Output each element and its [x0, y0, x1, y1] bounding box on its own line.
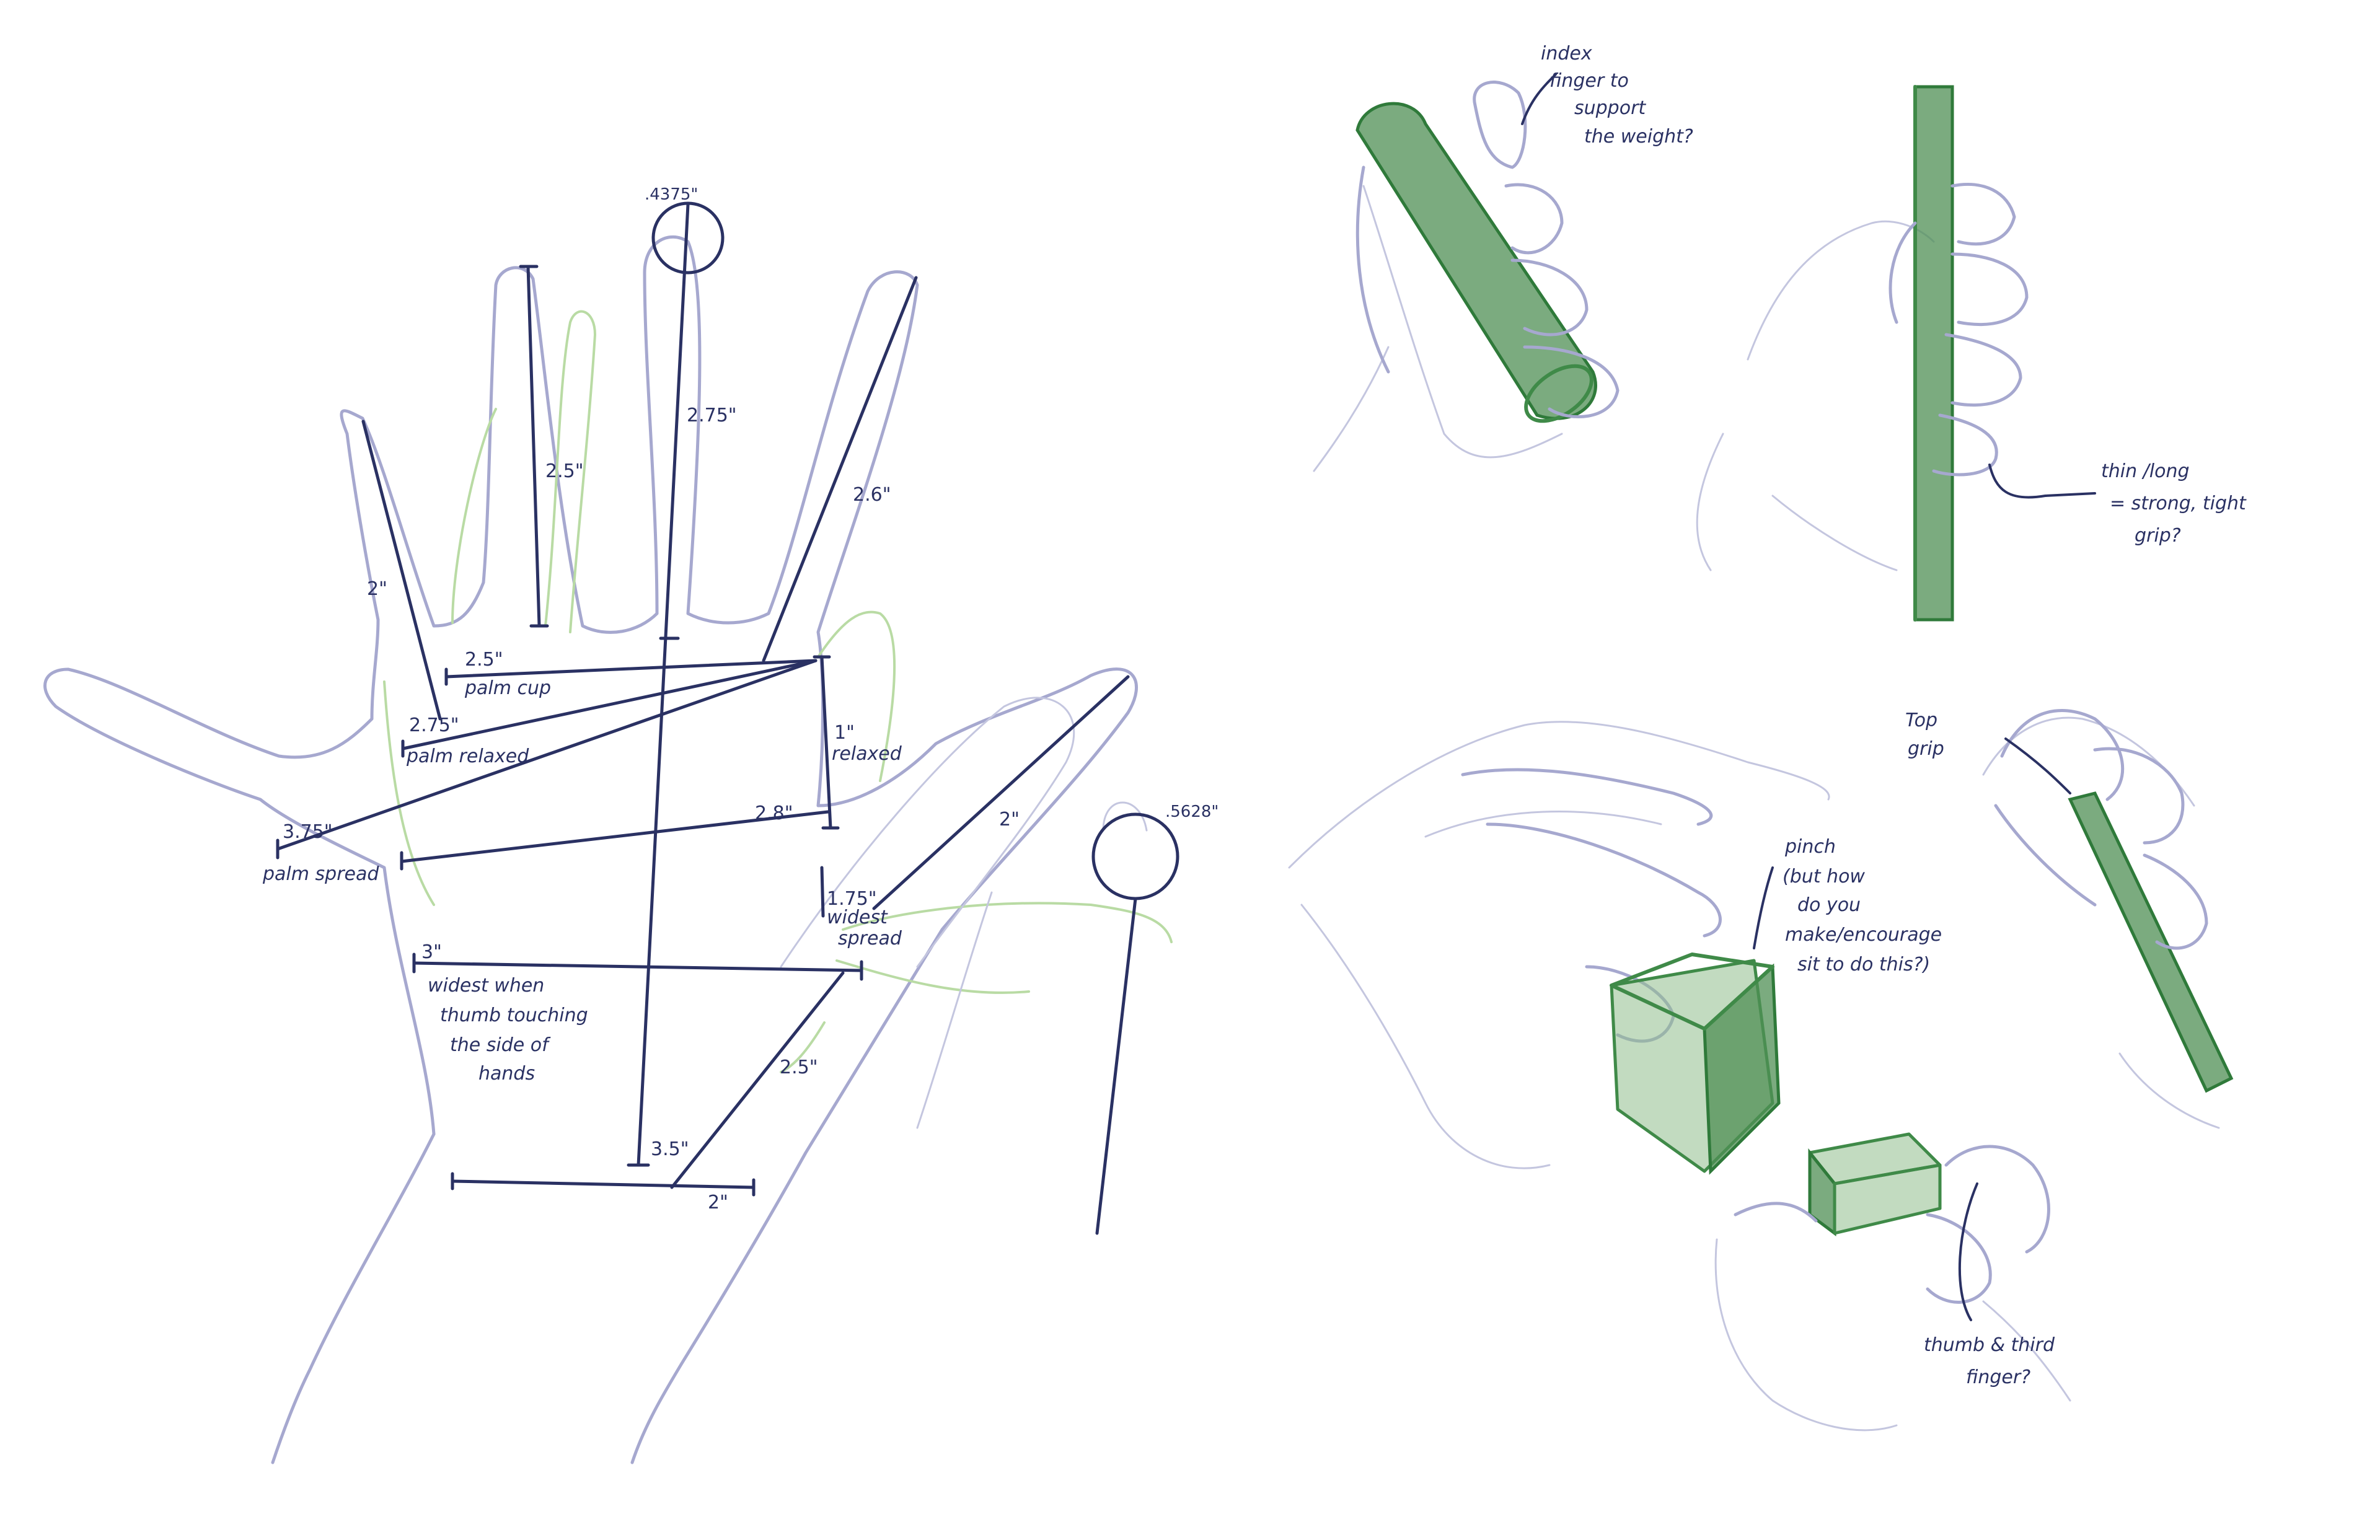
rod-hand-fingers — [1889, 182, 2029, 477]
note-index-3: support — [1574, 97, 1646, 119]
palm-spread-line — [276, 659, 818, 851]
note-pinch-4: make/encourage — [1785, 924, 1942, 946]
index-finger-line — [762, 276, 918, 662]
palm-cup-line — [444, 659, 818, 679]
middle-hand-length-line — [637, 203, 690, 1167]
fingertip-circle-label: .4375" — [645, 185, 698, 204]
thick-cylinder — [1355, 102, 1597, 420]
pinky-finger-label: 2" — [367, 578, 387, 600]
widest-note-1: widest when — [428, 975, 544, 997]
note-thumb-1: thumb & third — [1924, 1334, 2055, 1356]
note-index-2: finger to — [1549, 70, 1629, 92]
relaxed-label: relaxed — [832, 743, 902, 765]
note-thin-1: thin /long — [2101, 460, 2190, 482]
note-top-2: grip — [1908, 738, 1944, 760]
thumb-length-label: 2" — [999, 809, 1020, 830]
palm-spread-label: palm spread — [262, 863, 379, 885]
note-pinch-5: sit to do this?) — [1797, 954, 1930, 975]
ring-finger-line — [526, 265, 541, 628]
note-pinch-2: (but how — [1783, 866, 1865, 887]
cylinder-hand-fingers — [1355, 81, 1620, 418]
wrist-width-label: 2" — [708, 1192, 728, 1213]
widest-value: 3" — [421, 941, 442, 963]
index-finger-label: 2.6" — [853, 484, 891, 506]
thin-rod — [1913, 85, 1954, 622]
thumb-third-hand — [1734, 1145, 2050, 1304]
widest-spread-label-1: widest — [827, 907, 888, 928]
note-index-4: the weight? — [1584, 126, 1693, 147]
second-hand-sketch — [780, 697, 1148, 1129]
palm-cup-value: 2.5" — [465, 649, 503, 671]
palm-spread-value: 3.75" — [283, 821, 333, 843]
thumb-vertical-line — [1095, 897, 1137, 1235]
hand-length-label: 3.5" — [651, 1138, 689, 1160]
hand-outline — [43, 235, 1138, 1464]
note-pinch-1: pinch — [1784, 836, 1836, 858]
note-thin-3: grip? — [2135, 525, 2181, 547]
palm-relaxed-label: palm relaxed — [406, 746, 529, 767]
palm-width-label: 2.8" — [755, 803, 793, 824]
rod-grip-drawing: thin /long = strong, tight grip? — [1696, 85, 2247, 622]
palm-relaxed-value: 2.75" — [409, 715, 459, 736]
widest-note-4: hands — [478, 1063, 535, 1085]
middle-finger-label: 2.75" — [687, 405, 737, 426]
pinch-grip-drawing: pinch (but how do you make/encourage sit… — [1288, 721, 1942, 1175]
widest-note-2: thumb touching — [440, 1005, 588, 1026]
wrist-outline — [271, 1132, 436, 1464]
note-top-1: Top — [1905, 710, 1937, 731]
relaxed-value: 1" — [834, 722, 855, 744]
relaxed-thumb-gap-line — [820, 655, 832, 830]
diagonal-line — [670, 971, 845, 1189]
cylinder-grip-drawing: index finger to support the weight? — [1313, 43, 1693, 472]
thumb-third-finger-drawing: thumb & third finger? — [1714, 1132, 2071, 1432]
widest-spread-label-2: spread — [838, 928, 902, 949]
wrist-width-line — [451, 1179, 756, 1189]
diagonal-label: 2.5" — [780, 1057, 818, 1078]
thumb-circle-label: .5628" — [1165, 803, 1219, 821]
thumb-length-line — [872, 675, 1130, 910]
note-pinch-3: do you — [1797, 894, 1861, 916]
top-grip-stick — [2068, 791, 2234, 1093]
widest-note-3: the side of — [450, 1034, 551, 1056]
pinky-finger-line — [361, 420, 442, 721]
top-grip-hand — [1994, 709, 2208, 950]
palm-cup-label: palm cup — [464, 677, 551, 699]
widest-line — [412, 961, 863, 972]
widest-spread-value: 1.75" — [827, 888, 877, 910]
thumb-tip-circle — [1091, 812, 1179, 900]
palm-relaxed-line — [401, 659, 818, 750]
note-index-1: index — [1541, 43, 1592, 64]
measured-hand-drawing: .4375" 2.75" 2.5" 2" 2.6" 2.5" palm cup … — [43, 185, 1219, 1464]
note-thumb-2: finger? — [1966, 1366, 2030, 1388]
note-thin-2: = strong, tight — [2110, 493, 2247, 514]
ring-finger-label: 2.5" — [545, 460, 584, 482]
palm-width-line — [400, 810, 830, 863]
top-grip-drawing: Top grip — [1905, 709, 2234, 1129]
small-block-side — [1833, 1163, 1942, 1235]
relaxed-hand-underlay — [383, 310, 1173, 1073]
widest-spread-line — [820, 866, 825, 918]
